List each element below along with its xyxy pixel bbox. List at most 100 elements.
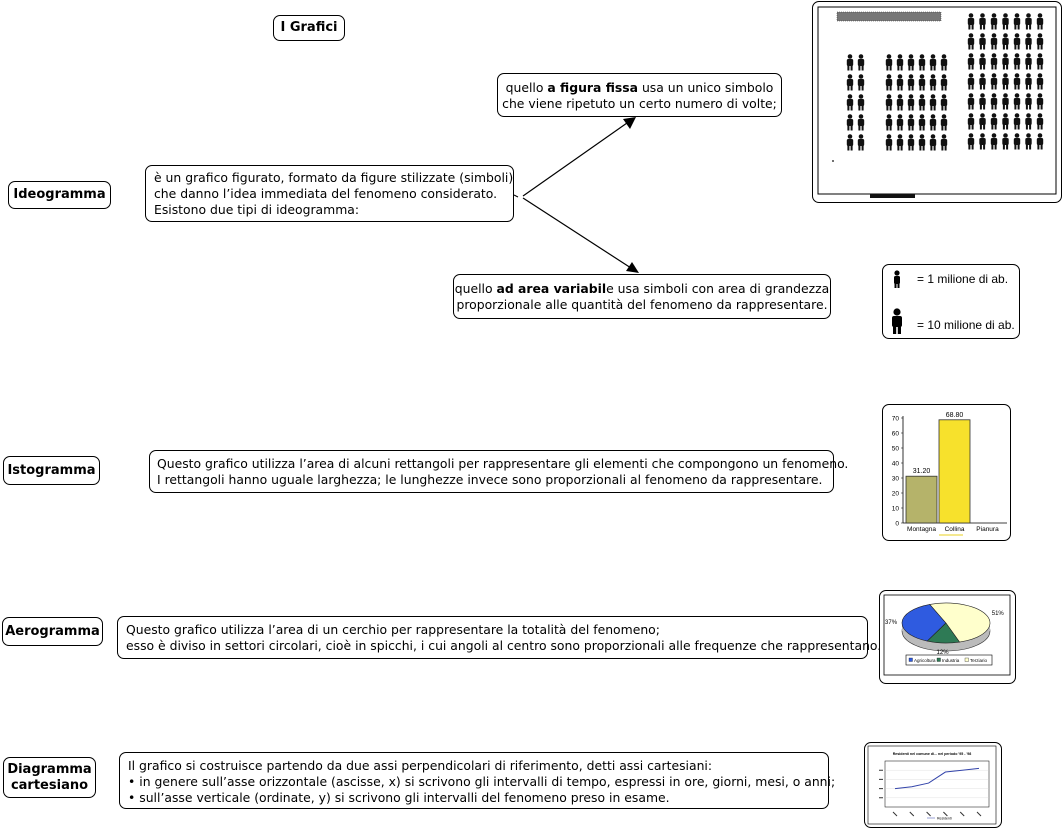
pie-legend-swatch: [937, 658, 941, 662]
person-icon: [979, 53, 985, 69]
person-icon: [1025, 73, 1031, 89]
person-icon: [1002, 13, 1008, 29]
person-icon: [1025, 33, 1031, 49]
person-icon: [919, 54, 925, 70]
person-icon: [1014, 53, 1020, 69]
person-icon: [858, 74, 864, 90]
person-icon: [991, 13, 997, 29]
bar-value-label: 31.20: [913, 468, 931, 475]
x-tick-mark: [960, 812, 964, 816]
arrow-to-fissa: [523, 123, 627, 196]
person-icon: [1037, 53, 1043, 69]
pie-legend-swatch: [909, 658, 913, 662]
person-icon: [897, 74, 903, 90]
person-icon: [941, 54, 947, 70]
person-icon: [919, 74, 925, 90]
arrowhead-variabile: [626, 262, 639, 273]
person-icon: [897, 54, 903, 70]
person-icon: [991, 93, 997, 109]
person-icon: [991, 73, 997, 89]
pie-legend-swatch: [965, 658, 969, 662]
person-icon: [968, 133, 974, 149]
person-icon: [1014, 33, 1020, 49]
person-icon: [908, 54, 914, 70]
person-icon: [968, 13, 974, 29]
ideogram-legend: = 1 milione di ab. = 10 milione di ab.: [882, 264, 1020, 339]
bar-value-label: 68.80: [946, 412, 964, 419]
person-icon: [1002, 113, 1008, 129]
person-icon: [908, 94, 914, 110]
person-icon: [886, 54, 892, 70]
arrow-to-variabile: [523, 198, 631, 268]
person-icon: [1025, 133, 1031, 149]
person-icon: [1014, 133, 1020, 149]
y-tick-label: 50: [892, 446, 900, 453]
person-icon: [1037, 33, 1043, 49]
cartesiano-description: Il grafico si costruisce partendo da due…: [119, 752, 829, 809]
cartesiano-node: Diagramma cartesiano: [3, 757, 96, 798]
person-icon: [941, 94, 947, 110]
person-icon: [886, 114, 892, 130]
person-icon: [1002, 53, 1008, 69]
person-icon: [886, 134, 892, 150]
person-icon: [1025, 53, 1031, 69]
person-icon: [968, 53, 974, 69]
histogram-chart: 01020304050607031.20Montagna68.80Collina…: [883, 405, 1010, 540]
person-icon: [1002, 33, 1008, 49]
pie-pct-label: 51%: [992, 611, 1005, 617]
category-label: Montagna: [907, 526, 936, 533]
category-label: Collina: [945, 526, 965, 533]
person-icon: [1037, 113, 1043, 129]
person-icon: [886, 74, 892, 90]
istogramma-description: Questo grafico utilizza l’area di alcuni…: [149, 450, 834, 493]
line-chart: Residenti nel comune di... nel periodo '…: [865, 743, 1001, 827]
person-icon: [908, 134, 914, 150]
legend-large-label: = 10 milione di ab.: [917, 318, 1015, 332]
area-variabile-box: quello ad area variabile usa simboli con…: [453, 274, 831, 319]
person-icon: [930, 54, 936, 70]
person-icon: [979, 33, 985, 49]
line-chart-image: Residenti nel comune di... nel periodo '…: [864, 742, 1002, 828]
x-tick-mark: [927, 812, 931, 816]
person-icon: [919, 114, 925, 130]
person-icon: [991, 133, 997, 149]
person-icon: [979, 133, 985, 149]
person-icon: [968, 113, 974, 129]
aerogramma-node: Aerogramma: [2, 617, 103, 646]
person-icon: [858, 134, 864, 150]
person-icon: [1037, 73, 1043, 89]
person-icon: [908, 114, 914, 130]
y-tick-label: 0: [895, 521, 899, 528]
person-icon: [908, 74, 914, 90]
person-icon: [968, 93, 974, 109]
person-icon: [897, 134, 903, 150]
person-icon: [1014, 73, 1020, 89]
person-icon: [887, 269, 909, 339]
person-icon: [941, 134, 947, 150]
x-tick-mark: [977, 812, 981, 816]
ideogram-image: [812, 1, 1062, 203]
person-icon: [1014, 93, 1020, 109]
person-icon: [968, 33, 974, 49]
person-icon: [847, 94, 853, 110]
line-chart-title: Residenti nel comune di... nel periodo '…: [893, 752, 972, 756]
person-icon: [919, 134, 925, 150]
person-icon: [941, 74, 947, 90]
person-icon: [1002, 133, 1008, 149]
person-icon: [847, 114, 853, 130]
person-icon: [897, 94, 903, 110]
y-tick-label: 30: [892, 476, 900, 483]
person-icon: [847, 74, 853, 90]
y-tick-label: 60: [892, 431, 900, 438]
histogram-bar: [939, 420, 970, 523]
person-icon: [979, 73, 985, 89]
person-icon: [1037, 93, 1043, 109]
person-icon: [858, 114, 864, 130]
person-icon: [941, 114, 947, 130]
plot-area: [885, 761, 989, 807]
person-icon: [886, 94, 892, 110]
x-tick-mark: [943, 812, 947, 816]
person-icon: [991, 113, 997, 129]
